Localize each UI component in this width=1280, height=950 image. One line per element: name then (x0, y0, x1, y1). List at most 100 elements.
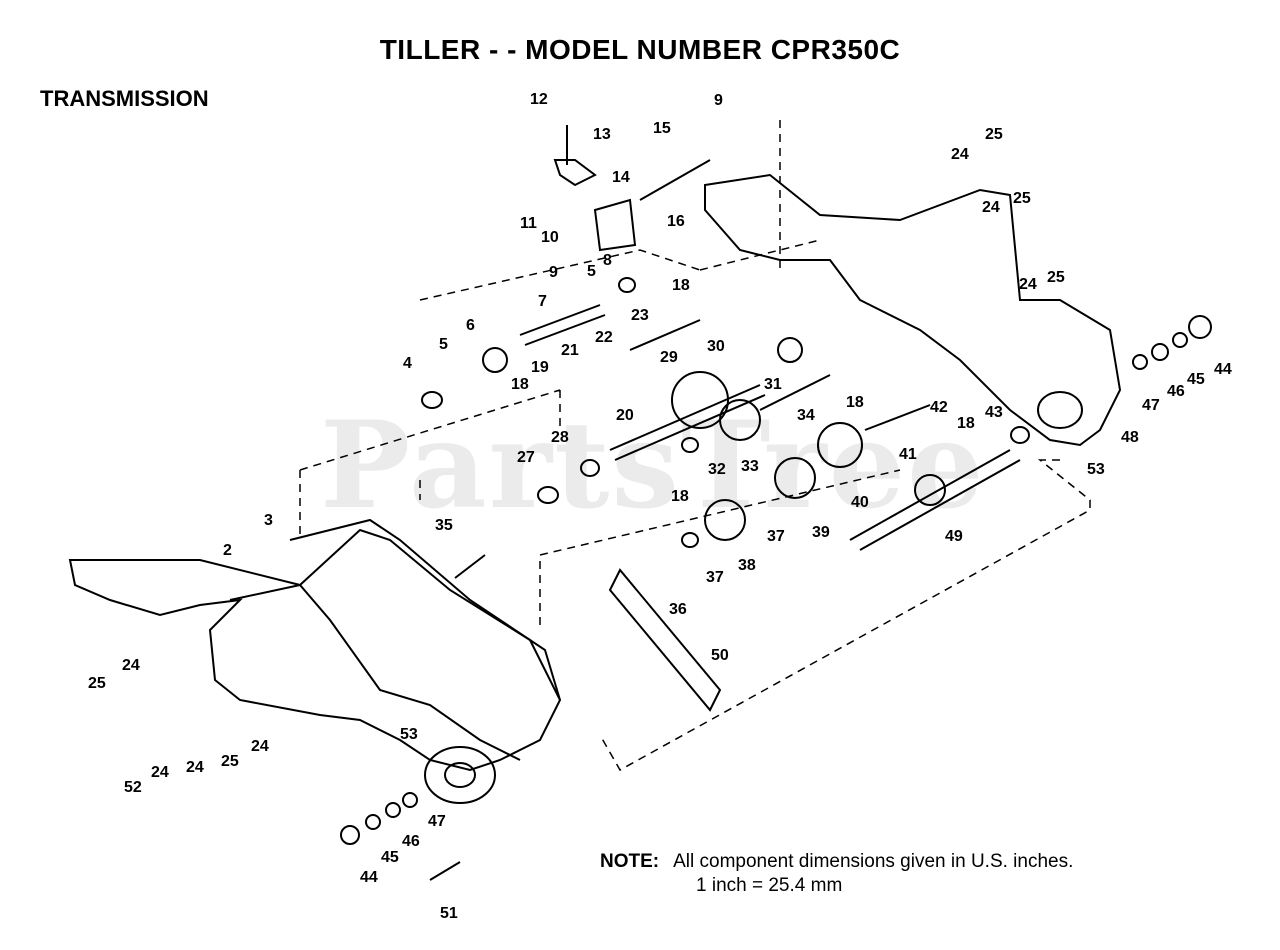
callout: 38 (738, 557, 756, 574)
gear-33 (719, 399, 761, 441)
callout: 24 (251, 738, 269, 755)
shaft-41 (864, 404, 931, 431)
bolt-35 (454, 554, 486, 579)
sprocket-39 (774, 457, 816, 499)
callout: 18 (511, 376, 529, 393)
callout: 37 (706, 569, 724, 586)
callout: 14 (612, 169, 630, 186)
callout: 18 (672, 277, 690, 294)
callout: 23 (631, 307, 649, 324)
shaft-28 (609, 384, 761, 451)
sprocket-29 (671, 371, 729, 429)
note-line1: All component dimensions given in U.S. i… (673, 851, 1074, 872)
callout: 25 (1013, 190, 1031, 207)
callout: 27 (517, 449, 535, 466)
callout: 46 (402, 833, 420, 850)
callout: 25 (221, 753, 239, 770)
shaft-16 (639, 159, 711, 201)
callout: 24 (982, 199, 1000, 216)
callout: 6 (466, 317, 475, 334)
callout: 30 (707, 338, 725, 355)
bearing-28 (580, 459, 600, 477)
callout: 47 (1142, 397, 1160, 414)
callout: 52 (124, 779, 142, 796)
shaft-34 (759, 374, 831, 411)
callout: 13 (593, 126, 611, 143)
callout: 45 (1187, 371, 1205, 388)
callout: 19 (531, 359, 549, 376)
callout: 18 (671, 488, 689, 505)
bearing-37 (681, 532, 699, 548)
callout: 2 (223, 542, 232, 559)
callout: 43 (985, 404, 1003, 421)
callout: 33 (741, 458, 759, 475)
callout: 18 (846, 394, 864, 411)
callout: 53 (1087, 461, 1105, 478)
callout: 34 (797, 407, 815, 424)
right-pulley (1037, 391, 1083, 429)
callout: 35 (435, 517, 453, 534)
callout: 25 (985, 126, 1003, 143)
callout: 46 (1167, 383, 1185, 400)
sprocket-38 (704, 499, 746, 541)
callout: 49 (945, 528, 963, 545)
callout: 21 (561, 342, 579, 359)
callout: 24 (1019, 276, 1037, 293)
callout: 8 (603, 252, 612, 269)
callout: 22 (595, 329, 613, 346)
callout: 9 (714, 92, 723, 109)
shaft-7 (519, 304, 601, 336)
shaft-49 (849, 449, 1011, 541)
callout: 7 (538, 293, 547, 310)
watermark: PartsTree (320, 395, 986, 536)
callout: 39 (812, 524, 830, 541)
callout: 28 (551, 429, 569, 446)
callout: 4 (403, 355, 412, 372)
belt-50 (608, 568, 722, 712)
callout: 10 (541, 229, 559, 246)
callout: 12 (530, 91, 548, 108)
housing-left (68, 528, 562, 772)
lever-13 (553, 159, 597, 187)
housing-right (704, 173, 1122, 447)
shaft-23 (629, 319, 701, 351)
callout: 29 (660, 349, 678, 366)
callout: 51 (440, 905, 458, 922)
gear-6 (482, 347, 508, 373)
callout: 25 (1047, 269, 1065, 286)
callout: 3 (264, 512, 273, 529)
callout: 47 (428, 813, 446, 830)
bracket-14 (593, 198, 637, 252)
callout: 18 (957, 415, 975, 432)
bearing-32 (681, 437, 699, 453)
callout: 24 (122, 657, 140, 674)
housing-inner-lower (229, 583, 521, 761)
callout: 42 (930, 399, 948, 416)
callout: 37 (767, 528, 785, 545)
note-line2: 1 inch = 25.4 mm (696, 875, 843, 896)
callout: 32 (708, 461, 726, 478)
sprocket-49 (914, 474, 946, 506)
callout: 44 (1214, 361, 1232, 378)
left-pulley (424, 746, 496, 804)
bearing-8 (618, 277, 636, 293)
callout: 36 (669, 601, 687, 618)
callout: 24 (186, 759, 204, 776)
callout: 41 (899, 446, 917, 463)
callout: 53 (400, 726, 418, 743)
callout: 16 (667, 213, 685, 230)
page-title: TILLER - - MODEL NUMBER CPR350C (379, 34, 901, 65)
callout: 25 (88, 675, 106, 692)
bearing-4 (421, 391, 443, 409)
note-block: NOTE:All component dimensions given in U… (600, 850, 1073, 898)
callout: 5 (587, 263, 596, 280)
gear-31 (777, 337, 803, 363)
callout: 15 (653, 120, 671, 137)
callout: 24 (151, 764, 169, 781)
callout: 11 (520, 215, 537, 232)
callout: 40 (851, 494, 869, 511)
housing-inner (289, 518, 561, 701)
callout: 20 (616, 407, 634, 424)
